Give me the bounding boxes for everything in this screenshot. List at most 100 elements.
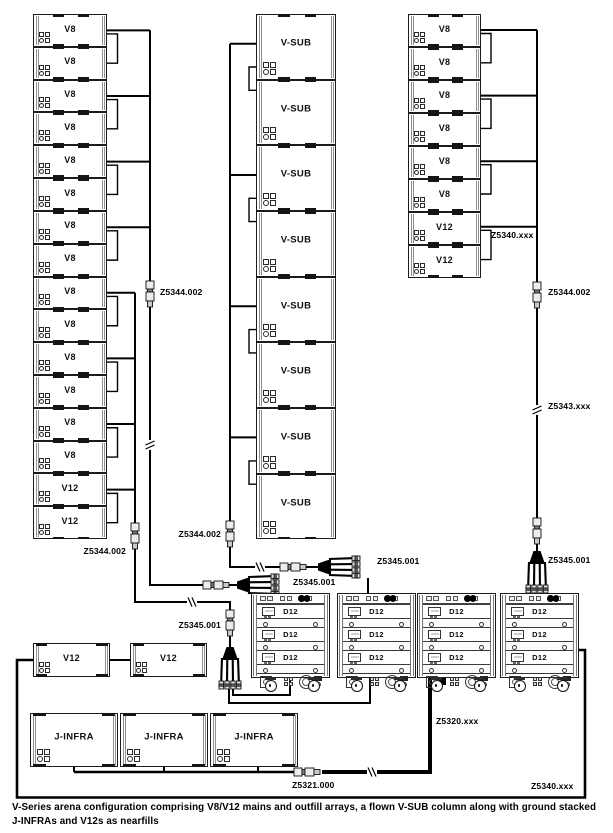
d12-amplifier: D12 <box>343 627 410 641</box>
rigging-tick <box>193 643 205 646</box>
amp-label: D12 <box>532 630 547 639</box>
rigging-tick <box>282 713 296 716</box>
rigging-tick <box>53 46 65 50</box>
side-rail <box>101 245 105 275</box>
speaker-box-v8: V8 <box>408 146 481 179</box>
rigging-tick <box>192 764 206 767</box>
speaker-box-label: V8 <box>438 89 451 100</box>
rigging-tick <box>452 242 463 245</box>
rigging-tick <box>53 306 65 310</box>
speaker-box-v8: V8 <box>408 179 481 212</box>
rigging-plate-icon <box>39 97 50 109</box>
speaker-box-v8: V8 <box>33 178 107 211</box>
amp-label: D12 <box>532 653 547 662</box>
side-rail <box>35 311 39 341</box>
rigging-plate-icon <box>39 458 50 470</box>
side-rail <box>258 409 262 472</box>
grid-icon <box>284 676 293 686</box>
cable-label-left-lower: Z5344.002 <box>83 546 126 556</box>
d12-amplifier: D12 <box>257 650 324 664</box>
rack-rail <box>502 595 506 676</box>
rigging-plate-icon <box>263 455 276 469</box>
speaker-box-v8: V8 <box>33 210 107 244</box>
rigging-tick <box>77 306 89 310</box>
speaker-box-label: V8 <box>438 23 451 34</box>
speaker-box-label: V12 <box>61 515 79 526</box>
rack-patch-panel <box>506 594 573 604</box>
side-rail <box>35 81 39 111</box>
caption-line-2: J-INFRAs and V12s as nearfills <box>12 815 159 827</box>
side-rail <box>292 715 296 765</box>
figure-caption: V-Series arena configuration comprising … <box>12 801 606 828</box>
side-rail <box>330 344 334 406</box>
rigging-tick <box>428 113 439 116</box>
rigging-tick <box>304 405 317 408</box>
amp-display-icon <box>428 653 441 664</box>
rigging-tick <box>278 339 290 343</box>
speaker-box-j-infra: J-INFRA <box>30 713 118 767</box>
rigging-tick <box>35 674 47 677</box>
rigging-plate-icon <box>39 662 50 673</box>
grid-icon <box>533 676 542 686</box>
rigging-tick <box>192 713 206 716</box>
rigging-tick <box>304 276 317 280</box>
rigging-tick <box>304 79 317 83</box>
amp-display-icon <box>348 607 361 618</box>
caption-line-1: V-Series arena configuration comprising … <box>12 802 597 813</box>
speaker-box-label: V8 <box>64 220 76 231</box>
rigging-plate-icon <box>414 65 425 76</box>
connector-strip <box>423 664 490 673</box>
side-rail <box>101 344 105 373</box>
speaker-box-v8: V8 <box>33 145 107 179</box>
side-rail <box>410 181 414 210</box>
side-rail <box>101 409 105 439</box>
rigging-tick <box>53 309 65 312</box>
rack-rail <box>253 595 257 676</box>
rigging-plate-icon <box>39 491 50 503</box>
cable-label-infra-feed: Z5320.xxx <box>436 716 479 726</box>
rigging-plate-icon <box>39 524 50 536</box>
side-rail <box>330 475 334 538</box>
rigging-tick <box>53 405 65 408</box>
rigging-tick <box>53 44 65 47</box>
side-rail <box>258 81 262 144</box>
amp-label: D12 <box>283 653 298 662</box>
speaker-box-label: V12 <box>63 653 80 664</box>
rigging-tick <box>428 77 439 80</box>
side-rail <box>101 377 105 406</box>
rigging-plate-icon <box>263 192 276 206</box>
speaker-box-label: V-SUB <box>280 103 312 115</box>
speaker-box-label: V-SUB <box>280 300 312 312</box>
side-rail <box>258 278 262 341</box>
side-rail <box>35 508 39 538</box>
rigging-tick <box>53 342 65 345</box>
connector-strip <box>423 641 490 650</box>
rigging-tick <box>77 473 89 477</box>
rigging-plate-icon <box>39 195 50 207</box>
rigging-tick <box>452 110 463 113</box>
amp-display-icon <box>262 630 275 641</box>
side-rail <box>330 81 334 144</box>
side-rail <box>258 16 262 78</box>
side-rail <box>258 147 262 209</box>
amp-label: D12 <box>449 630 464 639</box>
speaker-box-label: V-SUB <box>280 431 312 443</box>
connector-strip <box>343 618 410 627</box>
rigging-tick <box>428 146 439 149</box>
rigging-plate-icon <box>263 127 276 141</box>
rigging-plate-icon <box>39 261 50 273</box>
amp-label: D12 <box>283 607 298 616</box>
connector-strip <box>506 618 573 627</box>
side-rail <box>101 81 105 111</box>
rigging-tick <box>278 79 290 83</box>
side-rail <box>101 212 105 242</box>
rigging-tick <box>77 438 89 441</box>
rigging-tick <box>102 764 116 767</box>
cable-label-rack2-breakout: Z5345.001 <box>377 556 420 566</box>
rigging-tick <box>53 79 65 83</box>
speaker-box-label: V8 <box>438 56 451 67</box>
rigging-tick <box>304 14 317 17</box>
speaker-box-v8: V8 <box>33 276 107 310</box>
